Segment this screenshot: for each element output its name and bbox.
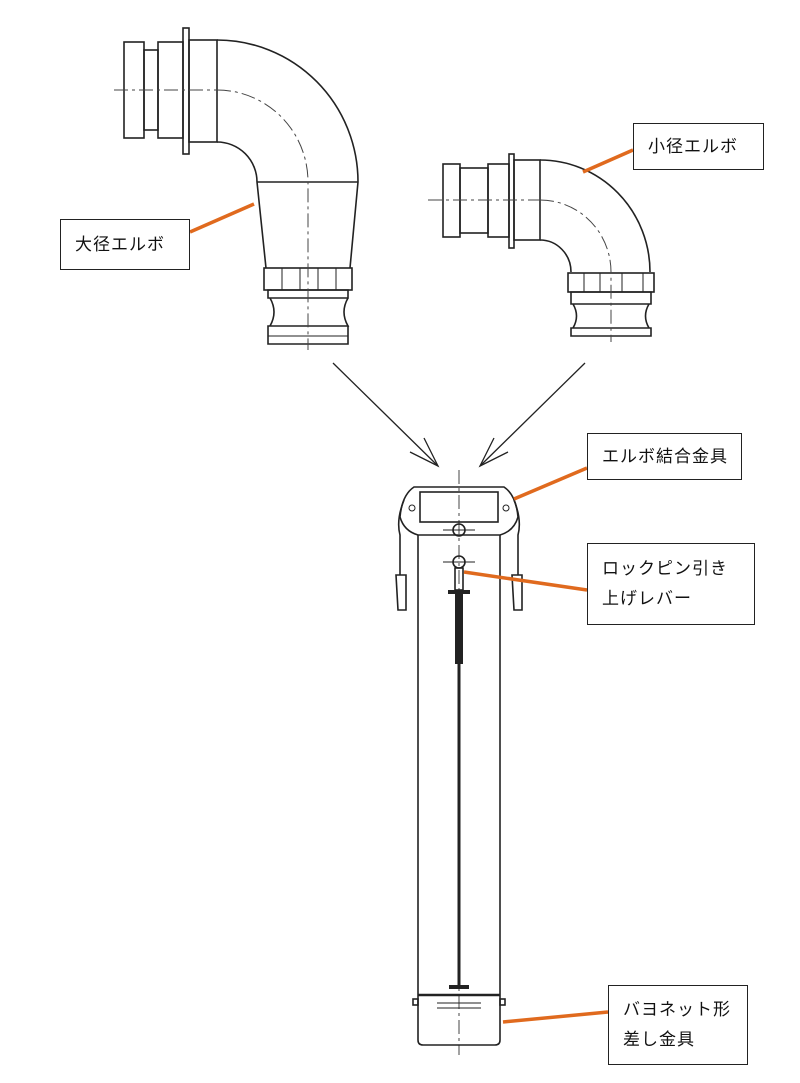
label-large-elbow: 大径エルボ: [60, 219, 190, 270]
label-text-line2: 差し金具: [623, 1030, 695, 1050]
large-elbow-drawing: [114, 27, 359, 350]
label-text: エルボ結合金具: [602, 446, 728, 467]
label-elbow-coupling: エルボ結合金具: [587, 433, 742, 480]
small-elbow-drawing: [428, 153, 655, 342]
label-bayonet-fitting: バヨネット形差し金具: [608, 985, 748, 1065]
label-small-elbow: 小径エルボ: [633, 123, 764, 170]
assembly-arrows: [332, 362, 586, 468]
leader-small-elbow: [582, 148, 634, 174]
leader-bayonet-fitting: [502, 1010, 609, 1024]
label-text: 大径エルボ: [75, 234, 165, 255]
label-text-line1: バヨネット形: [623, 1000, 731, 1020]
label-lock-pin-lever: ロックピン引き上げレバー: [587, 543, 755, 625]
label-text: 小径エルボ: [648, 136, 738, 157]
leader-lock-pin-lever: [463, 570, 588, 592]
pipe-assembly-drawing: [395, 470, 523, 1055]
leader-elbow-coupling: [513, 466, 588, 501]
label-text-line2: 上げレバー: [602, 589, 692, 609]
label-text-line1: ロックピン引き: [602, 559, 728, 579]
leader-large-elbow: [189, 202, 255, 234]
